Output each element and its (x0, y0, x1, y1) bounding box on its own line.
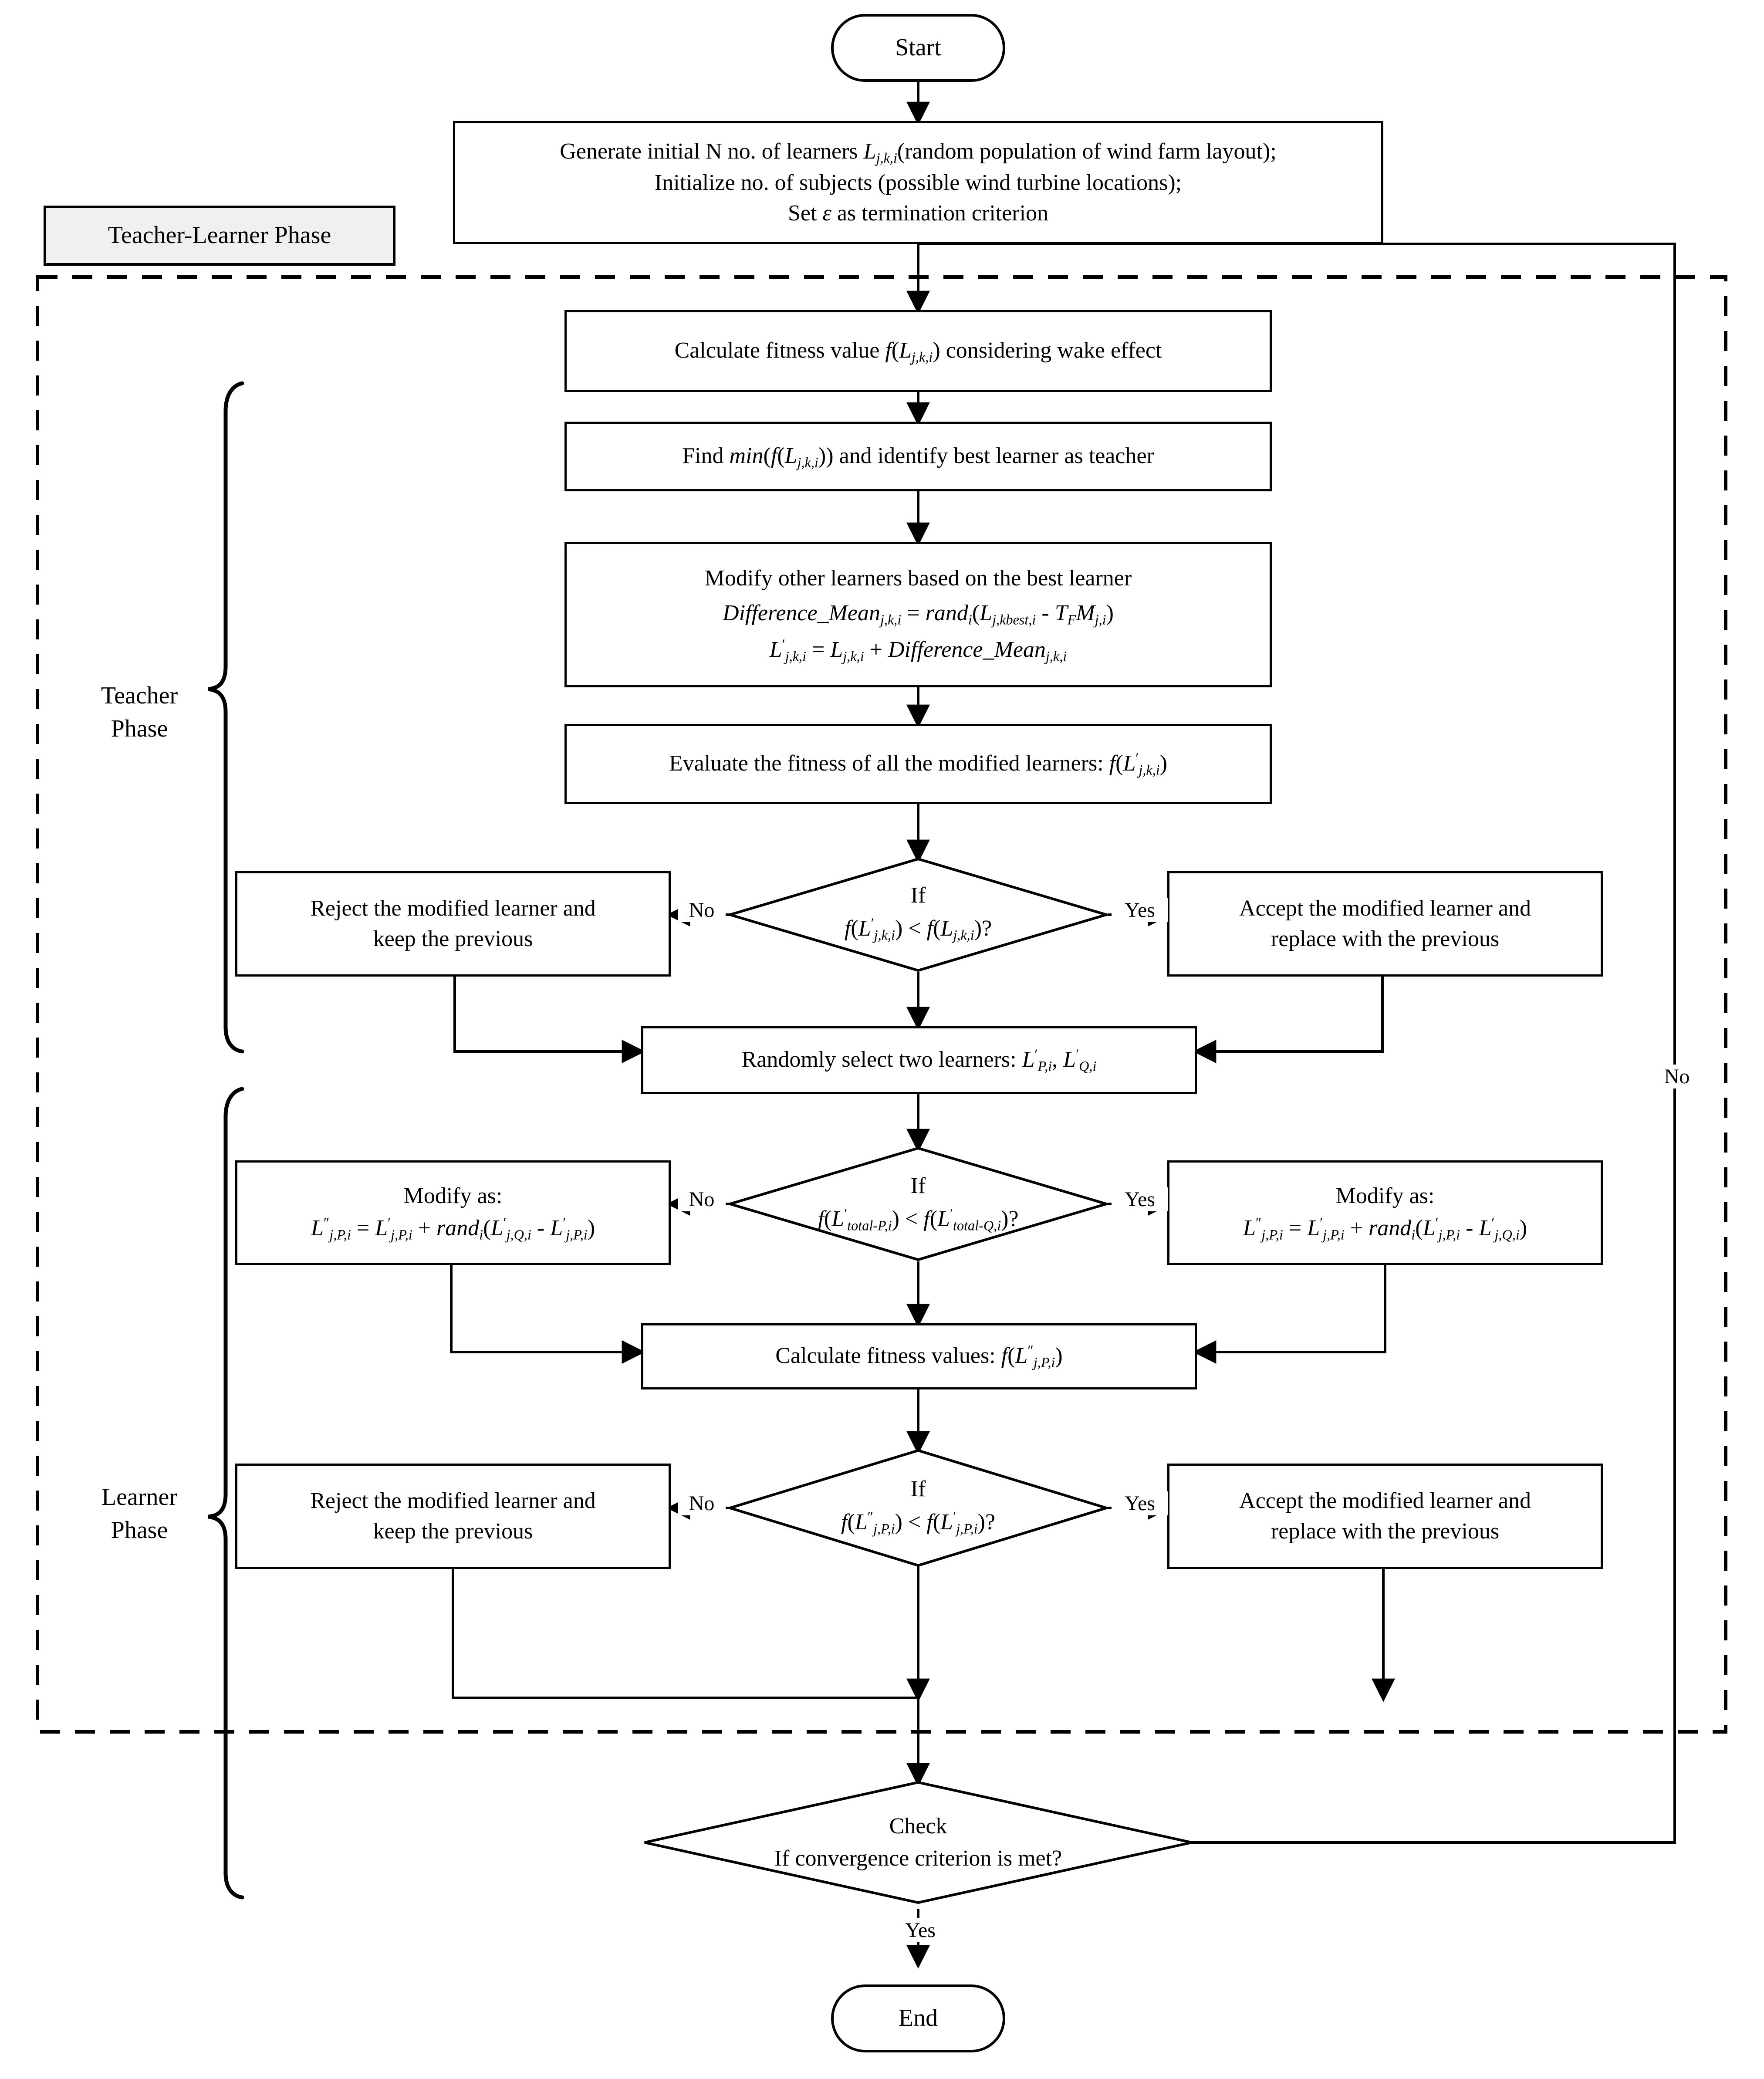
node-modify-learners[interactable]: Modify other learners based on the best … (564, 542, 1272, 687)
node-accept-teacher[interactable]: Accept the modified learner and replace … (1167, 871, 1603, 977)
node-initialize[interactable]: Generate initial N no. of learners Lj,k,… (453, 121, 1383, 244)
node-decision-teacher-accept[interactable]: If f(L′j,k,i) < f(Lj,k,i)? (749, 871, 1087, 954)
node-reject-learner-line2: keep the previous (373, 1519, 533, 1544)
decision2-expr: f(L′total-P,i) < f(L′total-Q,i)? (818, 1205, 1019, 1234)
node-initialize-line1: Generate initial N no. of learners Lj,k,… (560, 139, 1277, 166)
node-start-label: Start (895, 34, 941, 61)
node-initialize-line3: Set ε as termination criterion (787, 201, 1049, 226)
node-reject-teacher-line1: Reject the modified learner and (310, 896, 596, 921)
node-modify-left[interactable]: Modify as: L″j,P,i = L′j,P,i + randi(L′j… (235, 1160, 671, 1265)
edge-label-final-yes: Yes (892, 1918, 949, 1942)
node-reject-learner[interactable]: Reject the modified learner and keep the… (235, 1464, 671, 1569)
decision1-expr: f(L′j,k,i) < f(Lj,k,i)? (844, 915, 992, 943)
node-end[interactable]: End (831, 1984, 1005, 2052)
decision1-line1: If (910, 882, 926, 908)
node-evaluate-fitness[interactable]: Evaluate the fitness of all the modified… (564, 724, 1272, 804)
edge-label-no-learner-compare: No (678, 1187, 726, 1211)
converge-line1: Check (889, 1813, 947, 1839)
node-modify-learners-eq1: Difference_Meanj,k,i = randi(Lj,kbest,i … (723, 600, 1114, 628)
node-modify-learners-eq2: L′j,k,i = Lj,k,i + Difference_Meanj,k,i (769, 636, 1067, 664)
edge-label-yes-learner-accept: Yes (1112, 1491, 1168, 1515)
node-modify-right-eq: L″j,P,i = L′j,P,i + randi(L′j,P,i - L′j,… (1243, 1214, 1527, 1243)
node-find-min-text: Find min(f(Lj,k,i)) and identify best le… (682, 443, 1154, 470)
brace-label-teacher-phase: Teacher Phase (65, 679, 213, 745)
node-reject-teacher[interactable]: Reject the modified learner and keep the… (235, 871, 671, 977)
converge-line2: If convergence criterion is met? (774, 1846, 1062, 1871)
node-modify-left-title: Modify as: (403, 1183, 503, 1208)
node-reject-teacher-line2: keep the previous (373, 926, 533, 951)
brace-label-teacher-line2: Phase (111, 715, 168, 742)
brace-label-learner-phase: Learner Phase (65, 1481, 213, 1547)
edge-label-yes-learner-compare: Yes (1112, 1187, 1168, 1211)
node-calculate-fitness[interactable]: Calculate fitness value f(Lj,k,i) consid… (564, 310, 1272, 392)
phase-container-label-text: Teacher-Learner Phase (108, 222, 331, 249)
node-calculate-fitness-values-text: Calculate fitness values: f(L″j,P,i) (775, 1342, 1063, 1370)
node-decision-learner-accept[interactable]: If f(L″j,P,i) < f(L′j,P,i)? (749, 1463, 1087, 1550)
node-decision-learner-compare[interactable]: If f(L′total-P,i) < f(L′total-Q,i)? (740, 1160, 1096, 1247)
node-modify-right-title: Modify as: (1335, 1183, 1435, 1208)
node-initialize-line2: Initialize no. of subjects (possible win… (654, 170, 1182, 195)
node-accept-learner-line2: replace with the previous (1271, 1519, 1500, 1544)
node-find-min[interactable]: Find min(f(Lj,k,i)) and identify best le… (564, 422, 1272, 491)
node-accept-teacher-line2: replace with the previous (1271, 926, 1500, 951)
edge-label-no-learner-accept: No (678, 1491, 726, 1515)
node-select-two-learners-text: Randomly select two learners: L′P,i, L′Q… (741, 1046, 1097, 1074)
node-accept-learner[interactable]: Accept the modified learner and replace … (1167, 1464, 1603, 1569)
decision3-expr: f(L″j,P,i) < f(L′j,P,i)? (841, 1508, 996, 1537)
edge-label-loop-no: No (1651, 1065, 1703, 1089)
edge-label-no-teacher: No (678, 898, 726, 922)
node-evaluate-fitness-text: Evaluate the fitness of all the modified… (669, 750, 1168, 778)
brace-label-teacher-line1: Teacher (101, 682, 178, 709)
phase-container-label: Teacher-Learner Phase (44, 206, 395, 266)
node-calculate-fitness-values[interactable]: Calculate fitness values: f(L″j,P,i) (641, 1323, 1197, 1389)
node-reject-learner-line1: Reject the modified learner and (310, 1488, 596, 1513)
decision2-line1: If (910, 1173, 926, 1198)
node-modify-left-eq: L″j,P,i = L′j,P,i + randi(L′j,Q,i - L′j,… (311, 1214, 595, 1243)
node-modify-right[interactable]: Modify as: L″j,P,i = L′j,P,i + randi(L′j… (1167, 1160, 1603, 1265)
node-modify-learners-title: Modify other learners based on the best … (704, 565, 1132, 591)
brace-label-learner-line2: Phase (111, 1516, 168, 1544)
node-start[interactable]: Start (831, 14, 1005, 82)
node-accept-learner-line1: Accept the modified learner and (1239, 1488, 1531, 1513)
node-check-convergence[interactable]: Check If convergence criterion is met? (679, 1799, 1157, 1886)
node-calculate-fitness-text: Calculate fitness value f(Lj,k,i) consid… (674, 338, 1162, 365)
node-accept-teacher-line1: Accept the modified learner and (1239, 896, 1531, 921)
node-select-two-learners[interactable]: Randomly select two learners: L′P,i, L′Q… (641, 1026, 1197, 1094)
decision3-line1: If (910, 1476, 926, 1501)
node-end-label: End (898, 2005, 938, 2032)
edge-label-yes-teacher: Yes (1112, 898, 1168, 922)
brace-label-learner-line1: Learner (101, 1484, 178, 1511)
